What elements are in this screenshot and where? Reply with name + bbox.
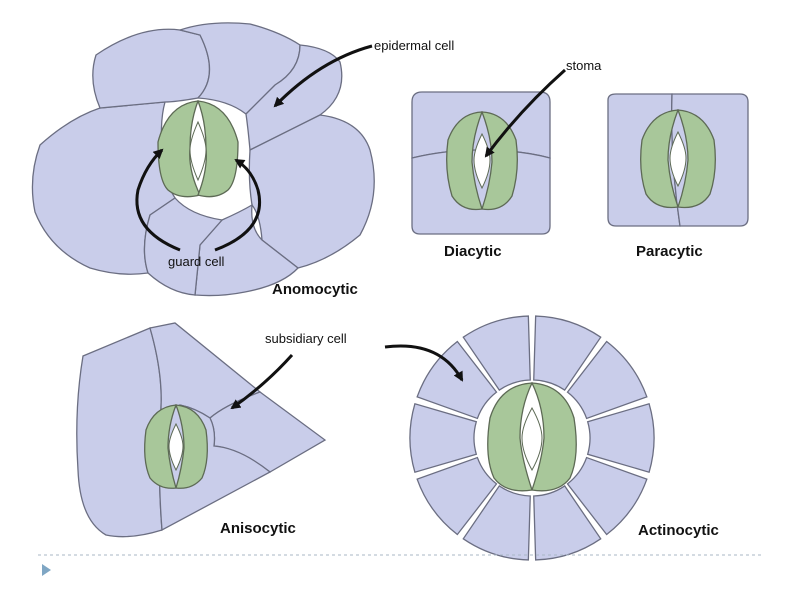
guard-cell-arrow-right: [214, 158, 261, 252]
subsidiary-cell-arrow-right: [384, 344, 464, 382]
anomocytic-stoma-pore: [189, 120, 207, 182]
actinocytic-stoma-pore: [521, 406, 543, 472]
actinocytic-subsidiary-cell: [462, 485, 531, 561]
actinocytic-guard-cells: [487, 382, 577, 492]
anisocytic-stomata: [76, 322, 327, 538]
triangle-right-icon: [42, 564, 51, 576]
anisocytic-guard-cells: [144, 404, 208, 489]
actinocytic-subsidiary-cell: [462, 315, 531, 391]
anisocytic-stoma-pore: [168, 422, 184, 472]
anomocytic-guard-cells: [157, 100, 239, 198]
actinocytic-subsidiary-cell: [566, 340, 648, 420]
paracytic-stomata: [607, 93, 749, 227]
subsidiary-cell-label: subsidiary cell: [265, 331, 347, 346]
stoma-label: stoma: [566, 58, 602, 73]
anisocytic-label: Anisocytic: [220, 520, 296, 537]
actinocytic-subsidiary-cell: [566, 456, 648, 536]
actinocytic-subsidiary-cell: [586, 402, 655, 474]
epidermal-cell-label: epidermal cell: [374, 38, 454, 53]
actinocytic-subsidiary-cell: [416, 456, 498, 536]
actinocytic-subsidiary-cell: [533, 485, 602, 561]
anomocytic-label: Anomocytic: [272, 281, 358, 298]
stoma-arrow: [484, 68, 566, 158]
diacytic-stomata: [411, 91, 551, 235]
actinocytic-subsidiary-cell: [409, 402, 478, 474]
guard-cell-arrow-left: [135, 148, 181, 252]
actinocytic-subsidiary-cell: [533, 315, 602, 391]
diacytic-label: Diacytic: [444, 243, 502, 260]
paracytic-label: Paracytic: [636, 243, 703, 260]
paracytic-stoma-pore: [669, 130, 687, 188]
guard-cell-label: guard cell: [168, 254, 224, 269]
epidermal-cell-arrow: [273, 44, 373, 108]
paracytic-guard-cells: [640, 109, 716, 209]
subsidiary-cell-arrow-left: [230, 353, 294, 410]
annotation-arrows: [135, 44, 566, 410]
anomocytic-stomata: [31, 22, 375, 297]
actinocytic-label: Actinocytic: [638, 522, 719, 539]
anomocytic-epidermal-cells: [31, 22, 375, 297]
